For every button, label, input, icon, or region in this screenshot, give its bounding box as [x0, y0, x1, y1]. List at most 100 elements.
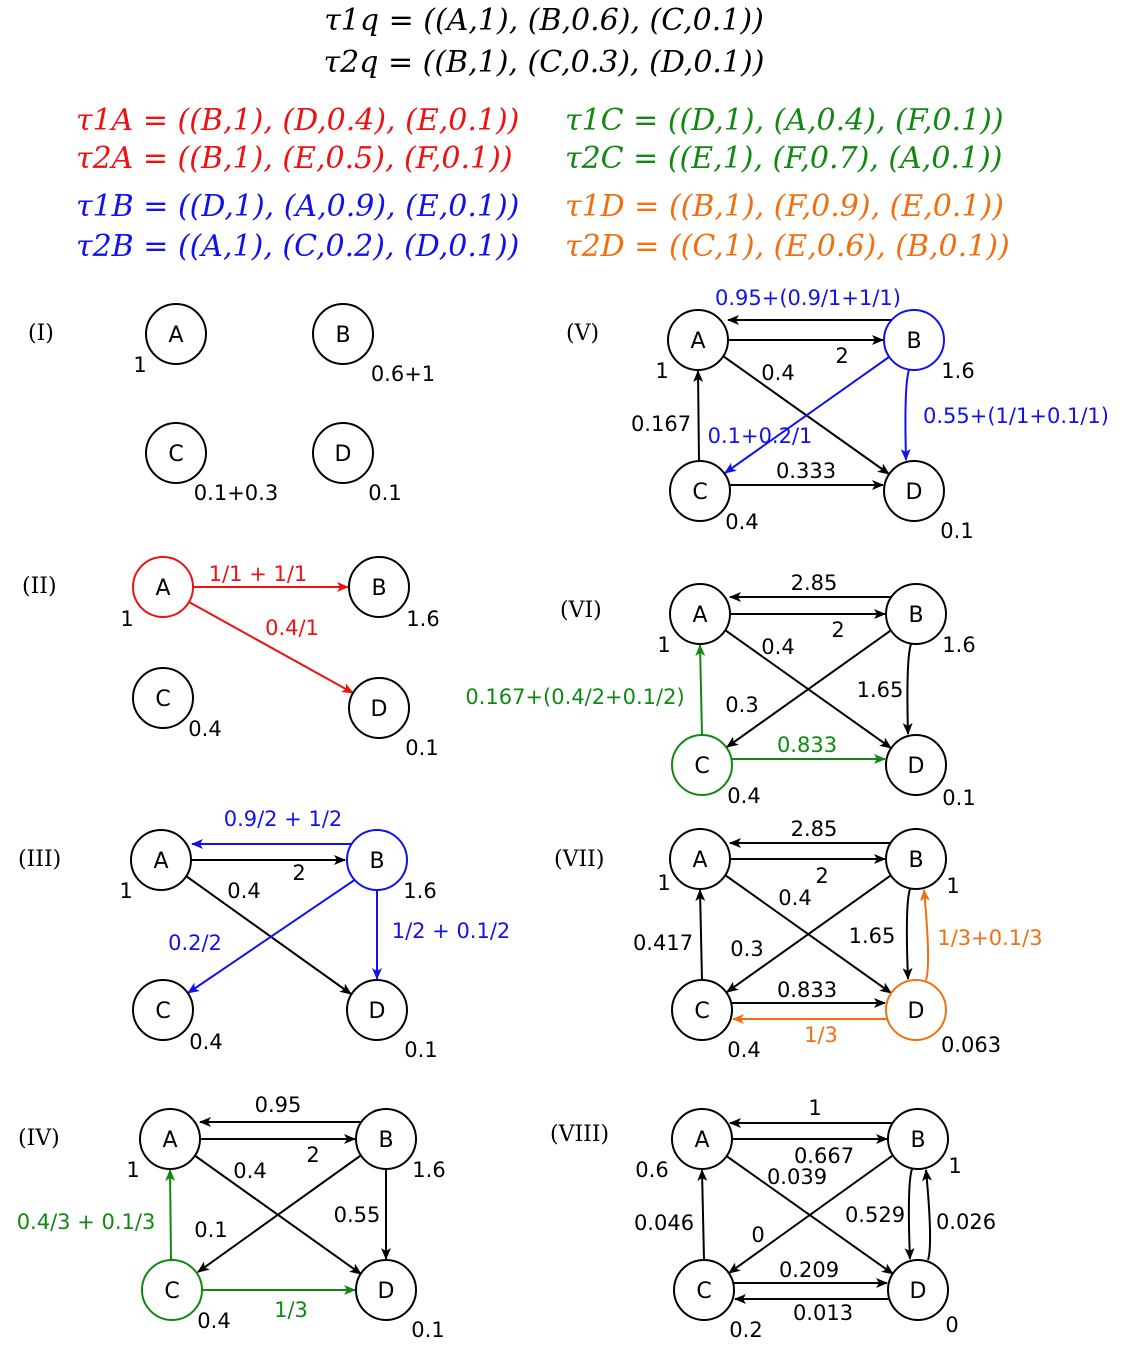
edge-B-A-label: 2.85: [791, 817, 838, 841]
edge-C-A: [693, 370, 704, 462]
edge-B-A-label: 0.95: [255, 1093, 302, 1117]
edge-A-B-label: 2: [815, 864, 828, 888]
weight-A: 1: [655, 359, 668, 383]
edge-A-B-label: 1/1 + 1/1: [209, 562, 308, 586]
node-A: [667, 309, 729, 371]
node-A: [671, 1108, 733, 1170]
node-B: [883, 309, 945, 371]
node-B-label: B: [335, 323, 350, 348]
edge-B-A-label: 0.9/2 + 1/2: [224, 807, 343, 831]
weight-B: 1.6: [942, 633, 975, 657]
edge-A-D: [188, 601, 354, 694]
edge-A-D-label: 0.4/1: [265, 616, 319, 640]
node-B-label: B: [906, 329, 921, 354]
node-C-label: C: [692, 480, 707, 505]
weight-D: 0.1: [940, 519, 973, 543]
edge-A-D-label: 0.4: [761, 361, 794, 385]
weight-B: 1.6: [941, 359, 974, 383]
step-label-6: (VI): [560, 598, 602, 623]
weight-D: 0.1: [404, 1038, 437, 1062]
node-D: [312, 422, 374, 484]
weight-B: 0.6+1: [371, 362, 435, 386]
step-label-4: (IV): [18, 1126, 60, 1151]
panel-1: A B C D 1 0.6+1 0.1+0.3 0.1: [133, 303, 435, 505]
node-A: [669, 828, 731, 890]
node-B-label: B: [910, 1128, 925, 1153]
weight-C: 0.4: [189, 1030, 222, 1054]
edge-C-A-label: 0.417: [633, 931, 693, 955]
edge-A-B-label: 2: [306, 1143, 319, 1167]
node-A: [145, 303, 207, 365]
edge-C-D-label: 0.209: [779, 1258, 839, 1282]
edge-D-C-label: 1/3: [804, 1023, 838, 1047]
query-list-1: τ1q = ((A,1), (B,0.6), (C,0.1)): [324, 3, 764, 38]
node-A-label: A: [168, 323, 183, 348]
list-D-2: τ2D = ((C,1), (E,0.6), (B,0.1)): [565, 229, 1010, 264]
edge-D-B-label: 1/3+0.1/3: [937, 926, 1042, 950]
edge-A-B-label: 2: [831, 618, 844, 642]
node-D-label: D: [906, 480, 923, 505]
edge-B-A-label: 1: [808, 1096, 821, 1120]
edge-B-C: [197, 1155, 361, 1273]
weight-A: 1: [120, 607, 133, 631]
edge-B-C: [726, 875, 891, 993]
weight-C: 0.4: [197, 1309, 230, 1333]
list-C-1: τ1C = ((D,1), (A,0.4), (F,0.1)): [565, 103, 1004, 138]
weight-B: 1: [948, 1154, 961, 1178]
edge-A-B-label: 0.667: [794, 1144, 854, 1168]
node-B: [355, 1108, 417, 1170]
weight-A: 1: [119, 879, 132, 903]
weight-A: 1: [657, 633, 670, 657]
edge-A-D: [185, 875, 352, 995]
weight-A: 1: [657, 871, 670, 895]
node-B: [346, 829, 408, 891]
list-B-2: τ2B = ((A,1), (C,0.2), (D,0.1)): [76, 229, 519, 264]
node-D-label: D: [371, 697, 388, 722]
node-A: [139, 1108, 201, 1170]
edge-B-D-label: 0.55: [334, 1203, 381, 1227]
node-B-label: B: [369, 849, 384, 874]
edge-A-D-label: 0.039: [767, 1165, 827, 1189]
edge-B-D: [904, 1168, 915, 1260]
node-D: [885, 979, 947, 1041]
weight-C: 0.4: [725, 510, 758, 534]
node-A-label: A: [692, 603, 707, 628]
node-D: [883, 460, 945, 522]
edge-B-C-label: 0: [751, 1223, 764, 1247]
edge-D-C-label: 0.013: [793, 1301, 853, 1325]
edge-C-A: [697, 1169, 708, 1261]
node-C: [671, 979, 733, 1041]
node-D-label: D: [378, 1279, 395, 1304]
node-A: [132, 556, 194, 618]
weight-B: 1.6: [403, 879, 436, 903]
node-B: [885, 583, 947, 645]
edge-A-B-label: 2: [835, 344, 848, 368]
step-label-1: (I): [28, 321, 54, 346]
node-B-label: B: [908, 603, 923, 628]
weight-A: 1: [133, 353, 146, 377]
node-D: [346, 979, 408, 1041]
edge-B-D-label: 1.65: [849, 924, 896, 948]
list-A-1: τ1A = ((B,1), (D,0.4), (E,0.1)): [76, 103, 519, 138]
node-A: [130, 829, 192, 891]
node-D-label: D: [910, 1279, 927, 1304]
weight-D: 0.1: [942, 786, 975, 810]
edge-C-A: [695, 889, 706, 981]
edge-B-C-label: 0.3: [725, 693, 758, 717]
node-D-label: D: [369, 999, 386, 1024]
edge-A-D-label: 0.4: [227, 879, 260, 903]
weight-D: 0.1: [368, 481, 401, 505]
node-D: [355, 1259, 417, 1321]
weight-D: 0.1: [411, 1318, 444, 1342]
edge-B-C: [728, 1155, 893, 1274]
edge-B-A-label: 0.95+(0.9/1+1/1): [715, 286, 901, 310]
panel-4: A B C D 0.95 2 0.4 0.1 0.55 0.4/3 + 0.1/…: [17, 1093, 446, 1342]
node-D: [887, 1259, 949, 1321]
step-label-8: (VIII): [550, 1122, 609, 1147]
panel-3: A B C D 0.9/2 + 1/2 2 0.4 0.2/2 1/2 + 0.…: [119, 807, 510, 1062]
edge-C-A-label: 0.167: [631, 412, 691, 436]
panel-2: A B C D 1/1 + 1/1 0.4/1 1 1.6 0.4 0.1: [120, 556, 440, 760]
weight-D: 0.1: [405, 736, 438, 760]
edge-A-D-label: 0.4: [233, 1159, 266, 1183]
node-D-label: D: [908, 999, 925, 1024]
